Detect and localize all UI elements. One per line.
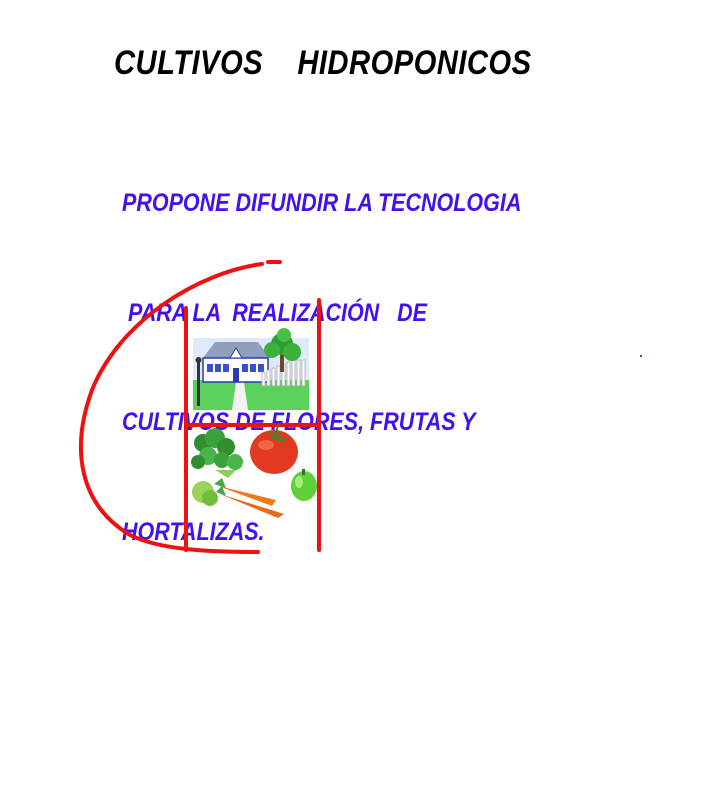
lettuce-icon	[192, 481, 218, 506]
pepper-icon	[291, 469, 317, 501]
broccoli-icon	[191, 428, 243, 478]
house-clipart	[193, 328, 309, 410]
vegetables-clipart	[191, 423, 317, 518]
subtitle-line-2: PARA LA REALIZACIÓN DE	[122, 298, 427, 327]
tomato-icon	[250, 423, 298, 474]
greenhouse-outline	[79, 260, 321, 554]
stray-dot	[640, 355, 642, 357]
subtitle-line-1: PROPONE DIFUNDIR LA TECNOLOGIA	[122, 189, 522, 217]
carrot-icon	[214, 478, 284, 518]
page-title: CULTIVOS HIDROPONICOS	[114, 44, 532, 82]
